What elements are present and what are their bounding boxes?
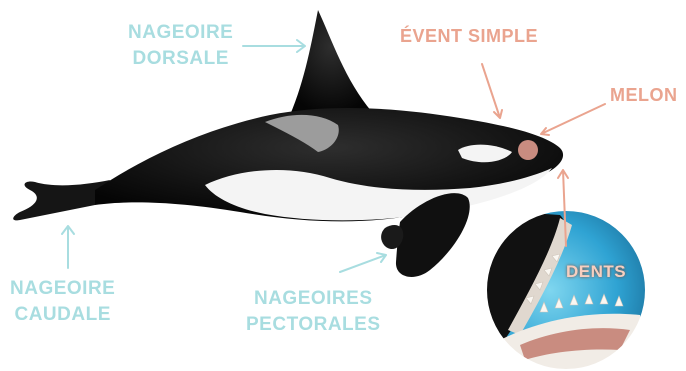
arrow-melon [541,104,605,135]
label-melon: MELON [610,84,678,106]
dorsal-fin-shape [290,10,372,115]
label-dorsal-fin-line1: NAGEOIRE [128,20,233,46]
label-tail-fin-line2: CAUDALE [10,302,115,328]
arrow-blowhole [482,64,502,118]
melon-marker [518,140,538,160]
arrow-pectoral [340,253,386,272]
label-pectoral-fins-line1: NAGEOIRES [246,286,381,312]
orca-body [13,10,563,277]
label-tail-fin: NAGEOIRE CAUDALE [10,276,115,328]
label-teeth: DENTS [566,262,626,282]
label-pectoral-fins-line2: PECTORALES [246,312,381,338]
label-dorsal-fin: NAGEOIRE DORSALE [128,20,233,72]
arrow-dorsal [243,40,305,52]
label-pectoral-fins: NAGEOIRES PECTORALES [246,286,381,338]
label-dorsal-fin-line2: DORSALE [128,46,233,72]
arrow-caudal [62,226,74,268]
label-blowhole: ÉVENT SIMPLE [400,25,538,47]
label-tail-fin-line1: NAGEOIRE [10,276,115,302]
teeth-inset [486,210,650,371]
